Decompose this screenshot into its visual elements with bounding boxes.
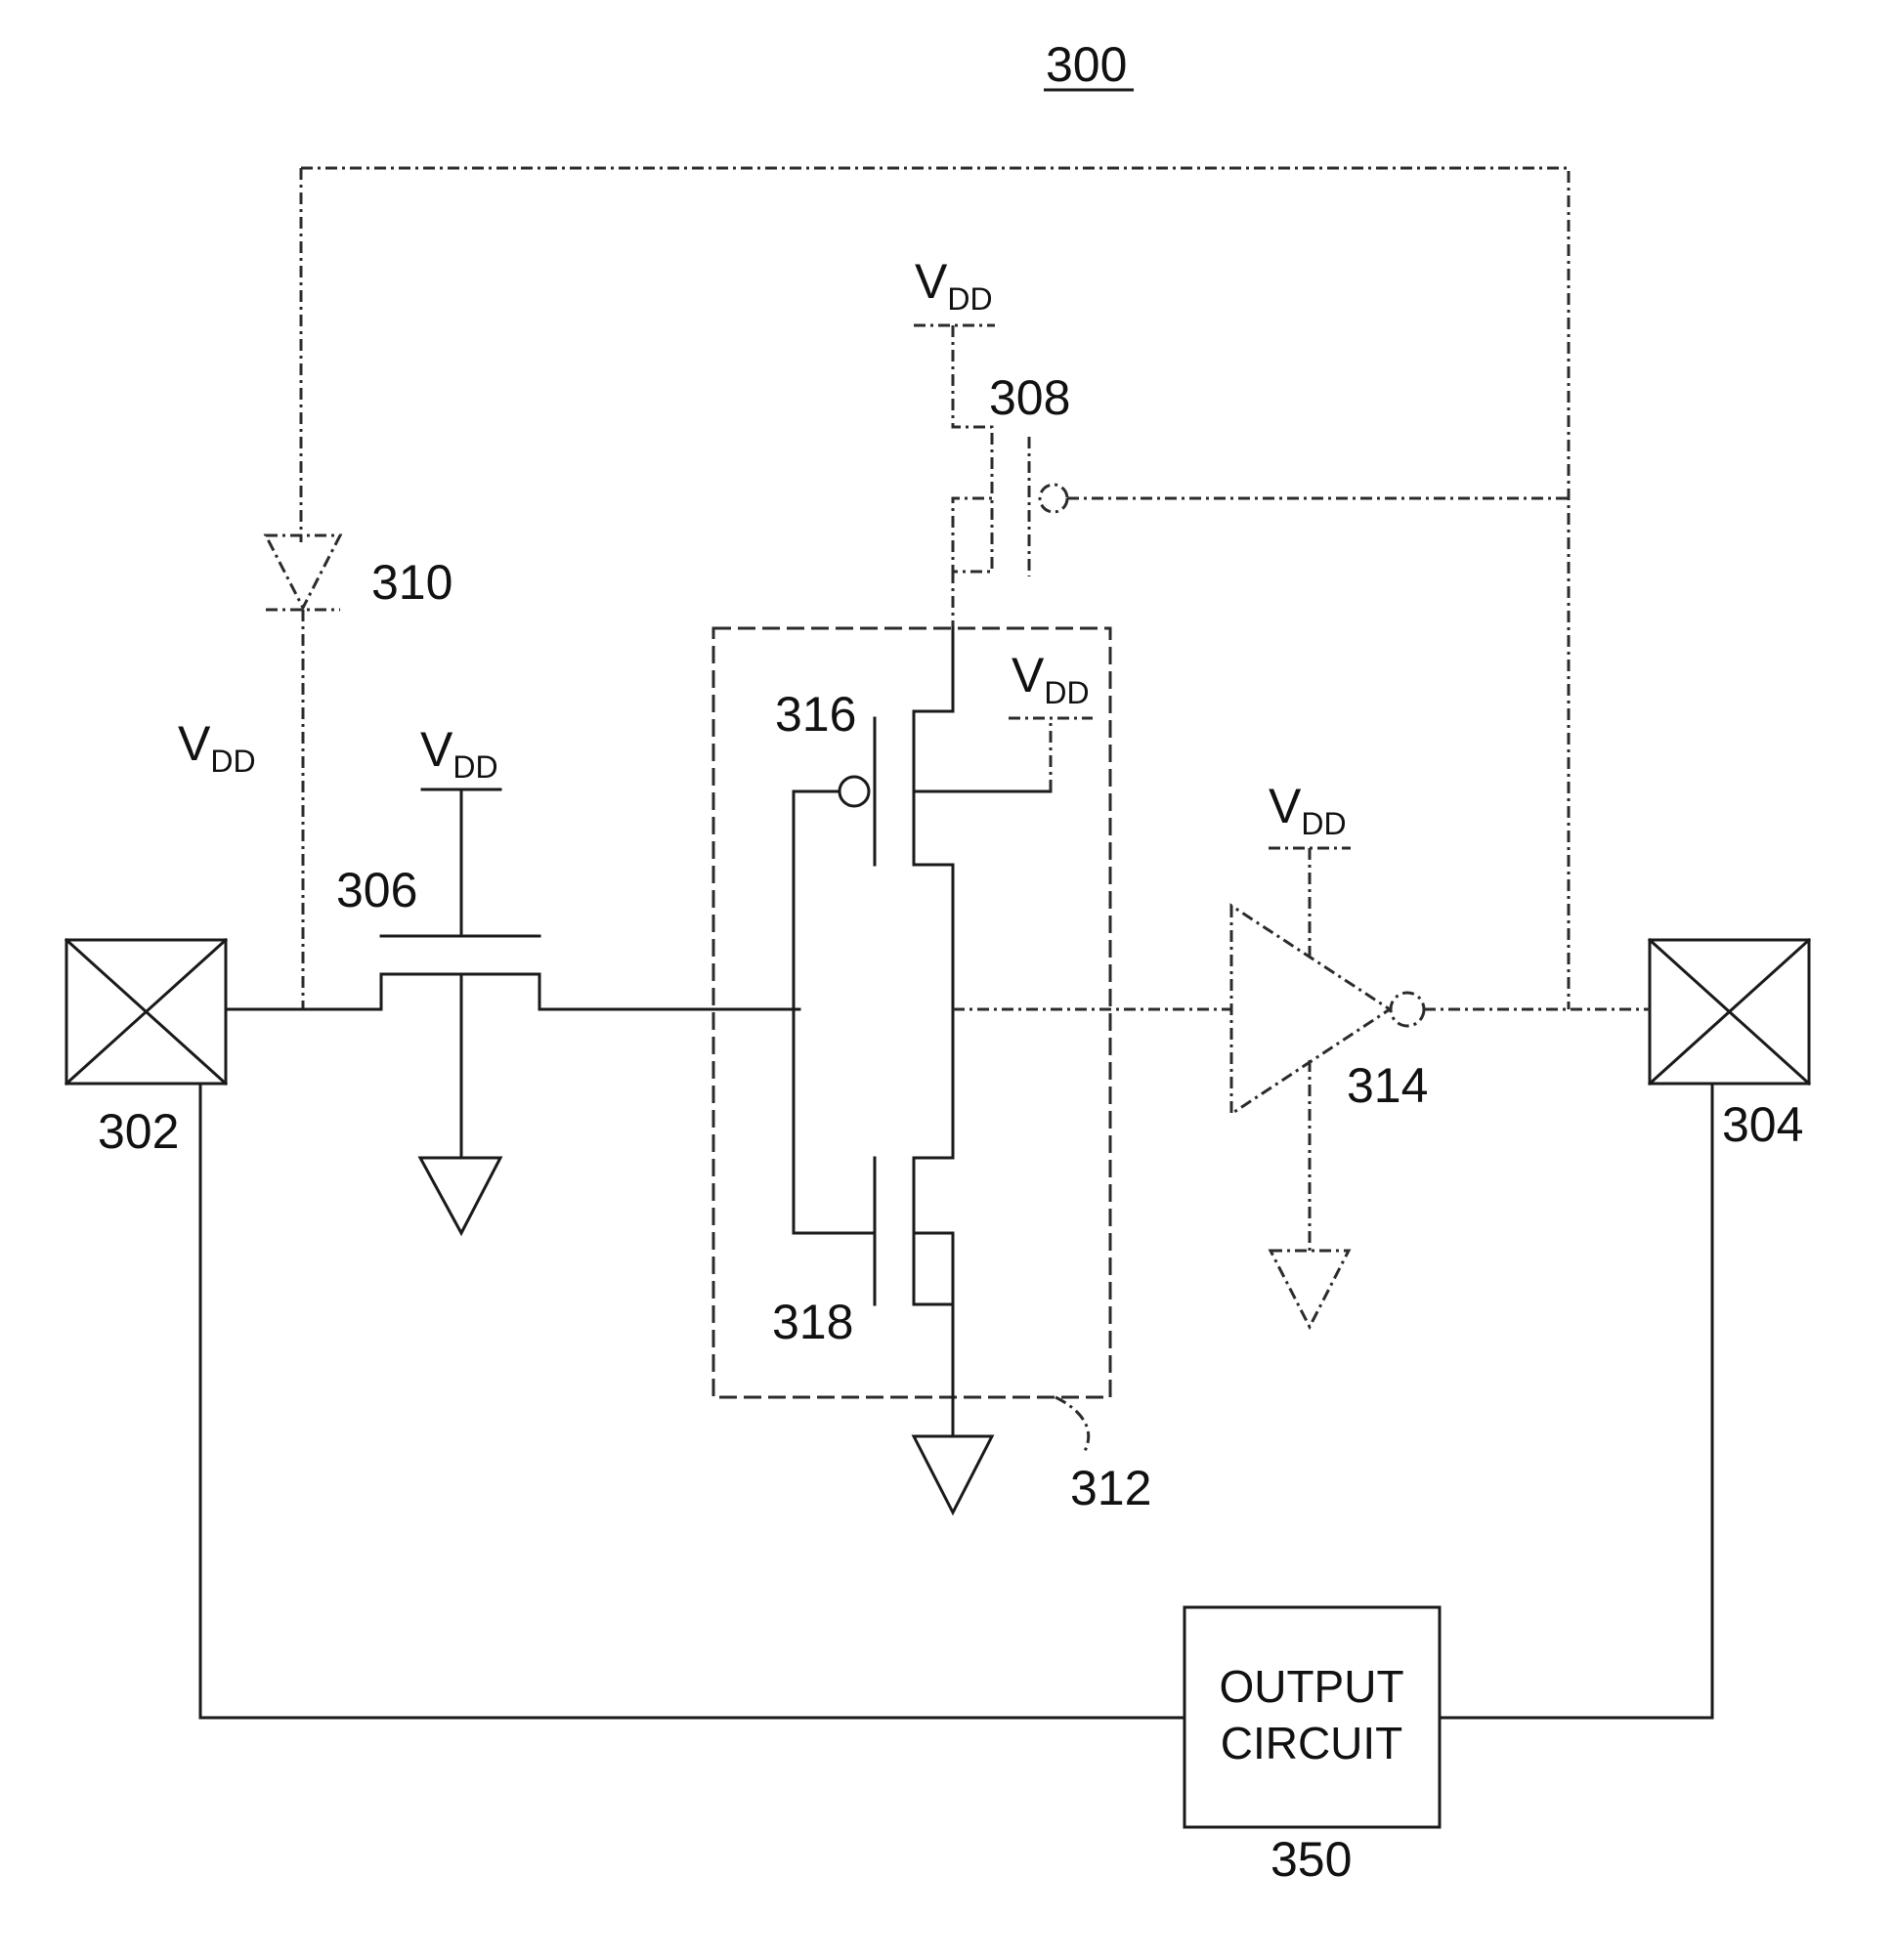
label-308: 308	[989, 370, 1070, 425]
transistor-308-channel	[953, 325, 992, 572]
vdd-label-left: VDD	[178, 716, 256, 779]
label-312: 312	[1070, 1461, 1151, 1515]
label-306: 306	[336, 863, 417, 917]
ground-314	[1271, 1251, 1349, 1327]
block-312-leader	[1055, 1397, 1089, 1451]
pmos-316-channel	[914, 711, 953, 1009]
pad-302	[66, 940, 226, 1084]
bottom-left-wire	[200, 1084, 1184, 1718]
vdd-label-314: VDD	[1269, 779, 1347, 841]
ground-318	[914, 1436, 992, 1513]
label-314: 314	[1347, 1058, 1428, 1113]
output-circuit-line1: OUTPUT	[1219, 1661, 1403, 1712]
nmos-318-body-wire	[914, 1233, 953, 1304]
label-350: 350	[1271, 1832, 1352, 1887]
label-304: 304	[1722, 1097, 1803, 1152]
vdd-label-308: VDD	[915, 254, 993, 317]
label-318: 318	[772, 1295, 853, 1349]
block-312	[713, 628, 1110, 1397]
inverter-314-bubble	[1391, 993, 1424, 1026]
transistor-308-bubble	[1040, 485, 1067, 512]
output-circuit-line2: CIRCUIT	[1221, 1718, 1403, 1768]
bottom-right-wire	[1440, 1084, 1712, 1718]
label-316: 316	[775, 687, 856, 742]
vdd-label-306: VDD	[420, 722, 498, 785]
nmos-318-channel	[914, 1009, 953, 1436]
gate-tie-wire	[794, 791, 875, 1233]
ground-306	[420, 1158, 500, 1233]
pmos-316-bubble	[840, 777, 869, 806]
diode-310	[266, 535, 340, 1009]
vdd-label-316: VDD	[1012, 648, 1090, 710]
pad-304	[1650, 940, 1809, 1084]
label-310: 310	[371, 555, 452, 610]
figure-title: 300	[1046, 37, 1127, 92]
label-302: 302	[98, 1104, 179, 1159]
